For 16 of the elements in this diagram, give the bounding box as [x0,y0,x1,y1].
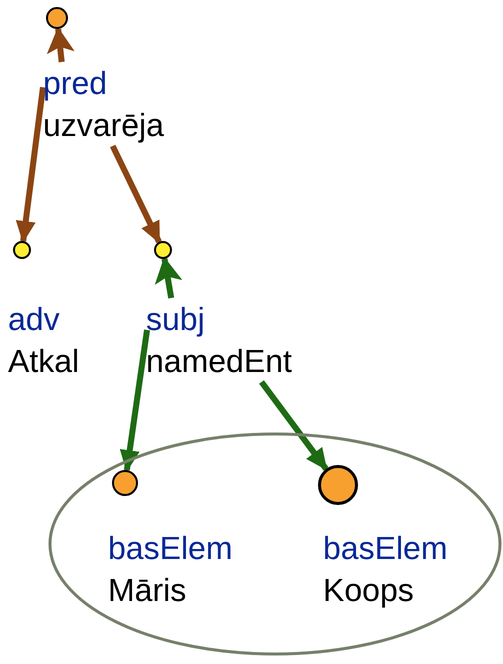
arrow [120,329,150,472]
word-label: Māris [108,571,188,610]
arrow [16,86,46,244]
arrow [46,26,75,62]
relation-label: basElem [323,529,448,568]
word-label: Atkal [8,342,80,381]
word-label: namedEnt [146,342,293,381]
relation-label: adv [8,300,61,339]
word-label: Koops [323,571,415,610]
relation-label: subj [146,300,206,339]
arrow [259,380,328,471]
word-label: uzvarēja [43,106,165,145]
relation-label: pred [43,64,108,103]
arrow [154,256,182,298]
arrow [110,144,162,244]
relation-label: basElem [108,529,234,568]
